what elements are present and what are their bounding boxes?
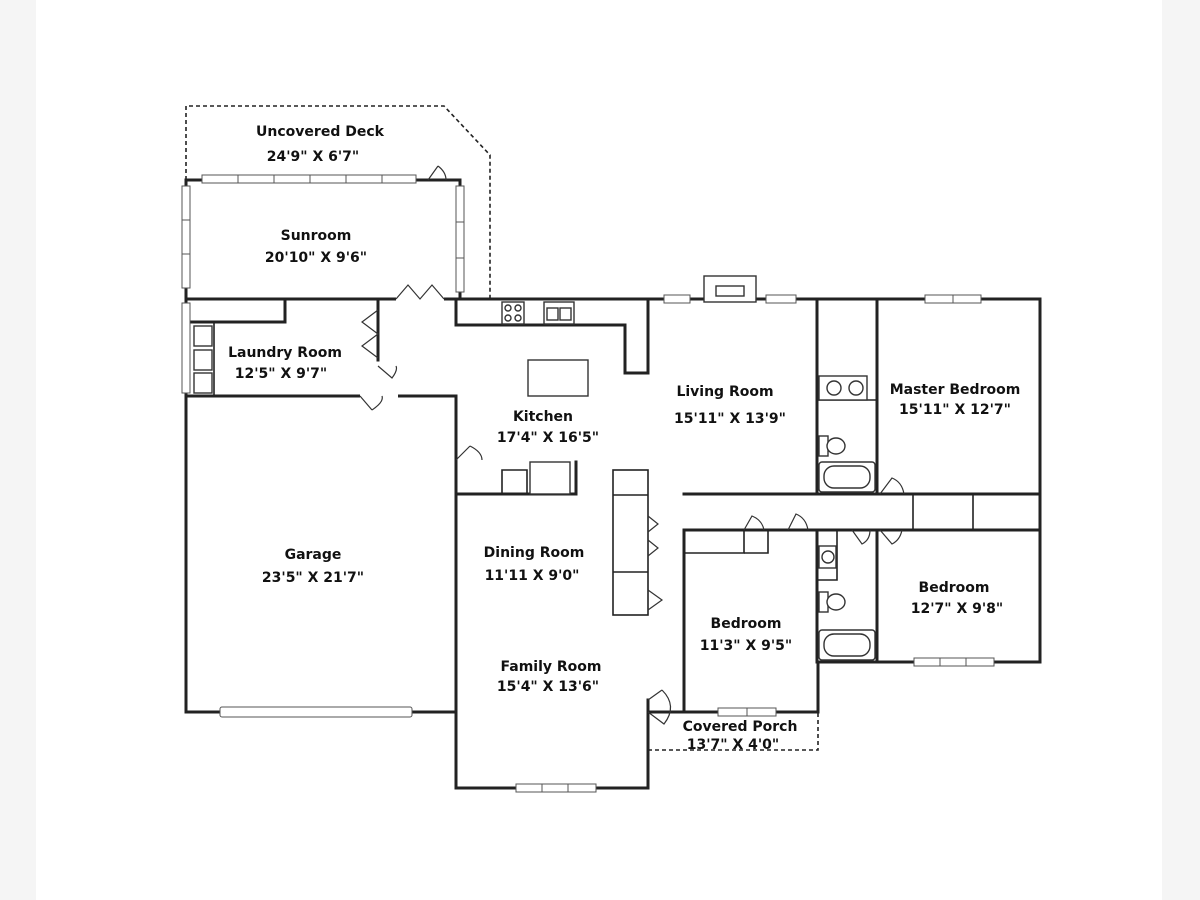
room-dims: 24'9" X 6'7" [267, 149, 359, 165]
room-name: Bedroom [711, 616, 782, 632]
room-laundry-room: Laundry Room 12'5" X 9'7" [228, 345, 342, 382]
room-dims: 17'4" X 16'5" [497, 430, 599, 446]
windows [181, 174, 995, 793]
room-dims: 11'11 X 9'0" [485, 568, 580, 584]
room-kitchen: Kitchen 17'4" X 16'5" [497, 409, 599, 446]
room-name: Garage [285, 547, 342, 563]
room-name: Bedroom [919, 580, 990, 596]
room-name: Master Bedroom [890, 382, 1021, 398]
room-uncovered-deck: Uncovered Deck 24'9" X 6'7" [256, 124, 385, 165]
room-labels: Uncovered Deck 24'9" X 6'7" Sunroom 20'1… [228, 124, 1020, 753]
room-name: Laundry Room [228, 345, 342, 361]
room-name: Covered Porch [683, 719, 798, 735]
room-covered-porch: Covered Porch 13'7" X 4'0" [683, 719, 798, 753]
kitchen-fixtures [501, 301, 575, 325]
room-bedroom-2: Bedroom 12'7" X 9'8" [911, 580, 1003, 617]
room-dims: 23'5" X 21'7" [262, 570, 364, 586]
doors [359, 165, 905, 725]
room-name: Dining Room [484, 545, 585, 561]
room-family-room: Family Room 15'4" X 13'6" [497, 659, 602, 695]
room-living-room: Living Room 15'11" X 13'9" [674, 384, 786, 427]
room-dims: 15'4" X 13'6" [497, 679, 599, 695]
room-name: Living Room [676, 384, 773, 400]
fireplace [703, 275, 757, 303]
room-name: Uncovered Deck [256, 124, 385, 140]
room-dims: 15'11" X 13'9" [674, 411, 786, 427]
room-dims: 13'7" X 4'0" [687, 737, 779, 753]
room-dims: 12'5" X 9'7" [235, 366, 327, 382]
built-ins [185, 321, 974, 616]
room-garage: Garage 23'5" X 21'7" [262, 547, 364, 586]
room-name: Sunroom [281, 228, 352, 244]
room-dims: 20'10" X 9'6" [265, 250, 367, 266]
bath-fixtures [818, 375, 876, 661]
kitchen-island [527, 359, 589, 397]
room-name: Family Room [501, 659, 602, 675]
floor-plan-sheet: Uncovered Deck 24'9" X 6'7" Sunroom 20'1… [36, 0, 1162, 900]
room-name: Kitchen [513, 409, 573, 425]
room-dims: 12'7" X 9'8" [911, 601, 1003, 617]
laundry-fixtures [193, 325, 213, 394]
kitchen-range [529, 461, 571, 495]
room-dining-room: Dining Room 11'11 X 9'0" [484, 545, 585, 584]
room-dims: 11'3" X 9'5" [700, 638, 792, 654]
room-master-bedroom: Master Bedroom 15'11" X 12'7" [890, 382, 1021, 418]
room-sunroom: Sunroom 20'10" X 9'6" [265, 228, 367, 266]
covered-porch-outline [648, 712, 819, 751]
room-bedroom-3: Bedroom 11'3" X 9'5" [700, 616, 792, 654]
floor-plan: Uncovered Deck 24'9" X 6'7" Sunroom 20'1… [181, 105, 1042, 793]
uncovered-deck-outline [185, 105, 491, 299]
room-dims: 15'11" X 12'7" [899, 402, 1011, 418]
